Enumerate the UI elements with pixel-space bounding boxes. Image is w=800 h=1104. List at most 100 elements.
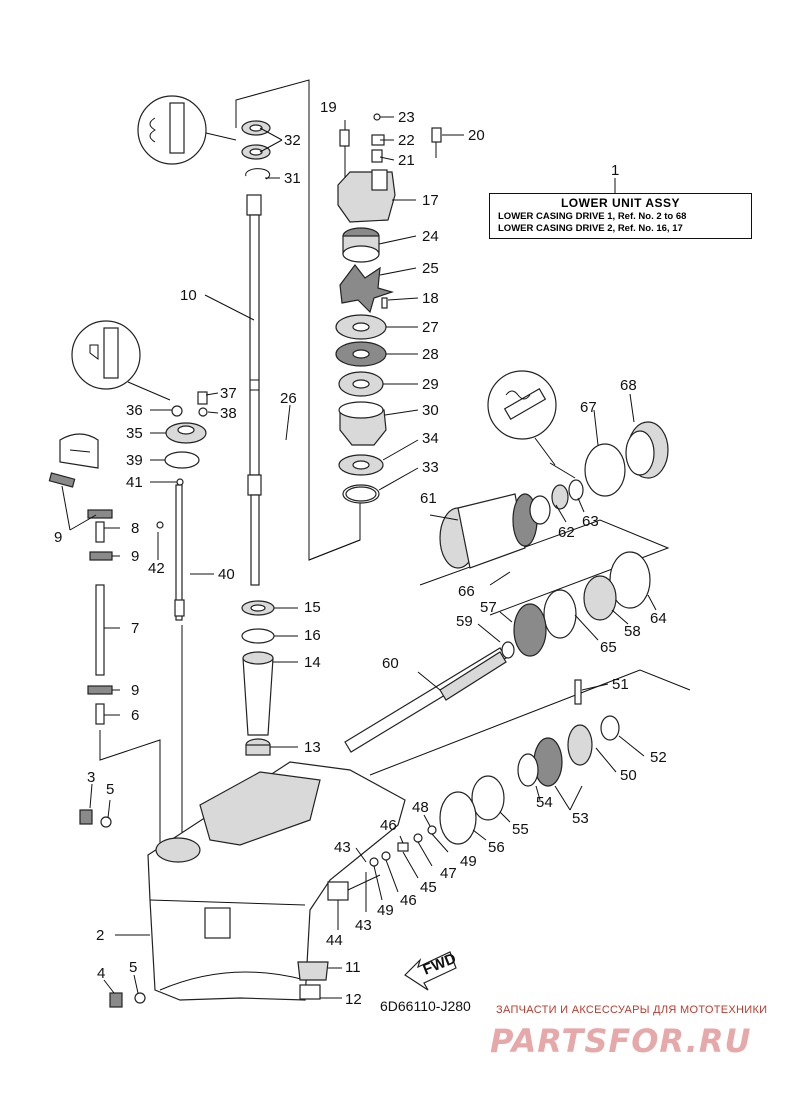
callout-18: 18 (422, 290, 439, 307)
callout-12: 12 (345, 991, 362, 1008)
callout-49: 49 (460, 853, 477, 870)
callout-2: 2 (96, 927, 104, 944)
callout-46: 46 (400, 892, 417, 909)
drawing-code: 6D66110-J280 (380, 998, 471, 1014)
callout-55: 55 (512, 821, 529, 838)
callout-60: 60 (382, 655, 399, 672)
callout-34: 34 (422, 430, 439, 447)
grease-tube-icon (137, 95, 237, 165)
callout-8: 8 (131, 520, 139, 537)
callout-25: 25 (422, 260, 439, 277)
callout-35: 35 (126, 425, 143, 442)
callout-19: 19 (320, 99, 337, 116)
callout-6: 6 (131, 707, 139, 724)
callout-3: 3 (87, 769, 95, 786)
callout-42: 42 (148, 560, 165, 577)
callout-59: 59 (456, 613, 473, 630)
callout-14: 14 (304, 654, 321, 671)
callout-64: 64 (650, 610, 667, 627)
sealant-tube-icon (71, 320, 171, 401)
callout-27: 27 (422, 319, 439, 336)
callout-54: 54 (536, 794, 553, 811)
callout-53: 53 (572, 810, 589, 827)
callout-labels: 1 2 3 4 5 5 6 7 8 9 9 9 10 11 12 13 14 1… (54, 99, 667, 1008)
drive-shaft (246, 194, 262, 586)
callout-37: 37 (220, 385, 237, 402)
fwd-arrow-icon: FWD (404, 950, 459, 991)
watermark-tagline: ЗАПЧАСТИ И АКСЕССУАРЫ ДЛЯ МОТОТЕХНИКИ (496, 1004, 768, 1016)
callout-50: 50 (620, 767, 637, 784)
callout-20: 20 (468, 127, 485, 144)
forward-gear-parts (439, 421, 669, 659)
callout-15: 15 (304, 599, 321, 616)
callout-38: 38 (220, 405, 237, 422)
callout-5: 5 (129, 959, 137, 976)
callout-52: 52 (650, 749, 667, 766)
water-pump-parts (335, 113, 442, 504)
callout-66: 66 (458, 583, 475, 600)
callout-29: 29 (422, 376, 439, 393)
info-box-row-1: LOWER CASING DRIVE 1, Ref. No. 2 to 68 (498, 211, 687, 222)
leader-lines (61, 116, 657, 999)
callout-65: 65 (600, 639, 617, 656)
watermark: ЗАПЧАСТИ И АКСЕССУАРЫ ДЛЯ МОТОТЕХНИКИ PA… (470, 1004, 800, 1064)
callout-23: 23 (398, 109, 415, 126)
shift-rod (174, 484, 185, 860)
callout-51: 51 (612, 676, 629, 693)
callout-44: 44 (326, 932, 343, 949)
callout-62: 62 (558, 524, 575, 541)
callout-46: 46 (380, 817, 397, 834)
callout-63: 63 (582, 513, 599, 530)
callout-61: 61 (420, 490, 437, 507)
callout-68: 68 (620, 377, 637, 394)
small-hardware (79, 809, 437, 1008)
callout-9: 9 (131, 548, 139, 565)
callout-49: 49 (377, 902, 394, 919)
callout-48: 48 (412, 799, 429, 816)
callout-41: 41 (126, 474, 143, 491)
callout-1: 1 (611, 162, 619, 179)
callout-30: 30 (422, 402, 439, 419)
info-box-title: LOWER UNIT ASSY (560, 196, 681, 210)
callout-47: 47 (440, 865, 457, 882)
shift-linkage (48, 391, 208, 725)
callout-11: 11 (345, 959, 361, 976)
callout-36: 36 (126, 402, 143, 419)
callout-26: 26 (280, 390, 297, 407)
callout-9: 9 (131, 682, 139, 699)
callout-5: 5 (106, 781, 114, 798)
callout-67: 67 (580, 399, 597, 416)
callout-33: 33 (422, 459, 439, 476)
callout-16: 16 (304, 627, 321, 644)
callout-56: 56 (488, 839, 505, 856)
callout-21: 21 (398, 152, 415, 169)
info-box-row-2: LOWER CASING DRIVE 2, Ref. No. 16, 17 (498, 223, 683, 234)
oil-tube-icon (487, 370, 557, 466)
callout-4: 4 (97, 965, 105, 982)
callout-10: 10 (180, 287, 197, 304)
callout-58: 58 (624, 623, 641, 640)
callout-45: 45 (420, 879, 437, 896)
callout-57: 57 (480, 599, 497, 616)
upper-seals (241, 120, 271, 180)
callout-7: 7 (131, 620, 139, 637)
callout-43: 43 (355, 917, 372, 934)
callout-39: 39 (126, 452, 143, 469)
lower-casing (147, 761, 406, 1001)
callout-43: 43 (334, 839, 351, 856)
callout-13: 13 (304, 739, 321, 756)
callout-9: 9 (54, 529, 62, 546)
callout-28: 28 (422, 346, 439, 363)
callout-40: 40 (218, 566, 235, 583)
callout-31: 31 (284, 170, 301, 187)
reverse-gear-parts (439, 679, 620, 845)
lower-unit-assy-box: LOWER UNIT ASSY LOWER CASING DRIVE 1, Re… (489, 193, 752, 239)
callout-24: 24 (422, 228, 439, 245)
shaft-seals (241, 600, 275, 756)
callout-17: 17 (422, 192, 439, 209)
callout-22: 22 (398, 132, 415, 149)
propeller-shaft (344, 647, 507, 753)
callout-32: 32 (284, 132, 301, 149)
watermark-logo: PARTSFOR.RU (490, 1022, 752, 1060)
